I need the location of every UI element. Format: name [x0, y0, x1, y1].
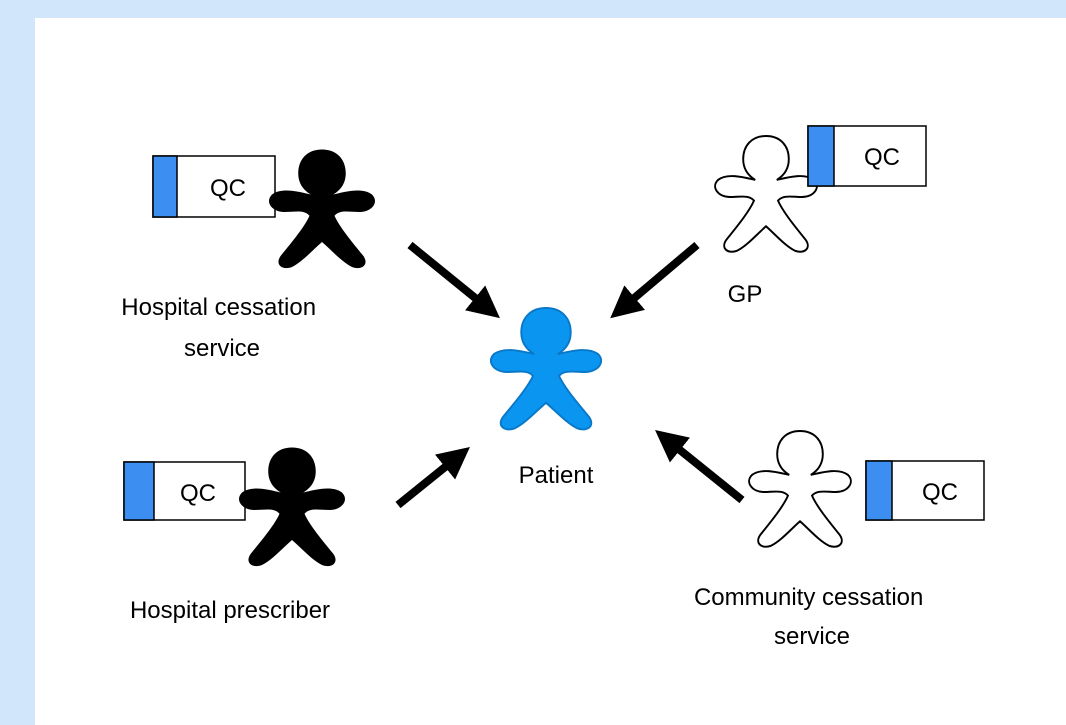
label-line-1: Hospital cessation: [121, 294, 316, 321]
actor-community-cessation: QC Community cessation service: [694, 430, 985, 650]
qc-box: QC: [807, 125, 927, 187]
actor-label: Hospital prescriber: [130, 597, 330, 624]
actor-gp: QC GP: [714, 125, 927, 308]
label-line-2: service: [184, 335, 260, 362]
person-outline-icon: [714, 135, 818, 253]
qc-tab: [152, 155, 178, 218]
qc-tab: [807, 125, 835, 187]
patient-icon: [489, 307, 603, 431]
person-solid-icon: [239, 447, 345, 567]
person-solid-icon: [269, 149, 375, 269]
person-outline-icon: [748, 430, 852, 548]
actor-label: Hospital cessation service: [121, 294, 322, 362]
actor-hospital-cessation: QC Hospital cessation service: [121, 149, 375, 362]
arrow-community-cessation: [655, 429, 745, 504]
qc-label: QC: [864, 144, 900, 171]
actor-label: Community cessation service: [694, 584, 930, 650]
label-line-2: service: [774, 623, 850, 650]
actor-hospital-prescriber: QC Hospital prescriber: [123, 447, 345, 624]
actor-label: GP: [728, 281, 763, 308]
label-line-1: Community cessation: [694, 584, 923, 611]
arrow-hospital-prescriber: [395, 446, 470, 509]
arrow-gp: [610, 241, 700, 319]
qc-box: QC: [123, 461, 246, 521]
qc-tab: [123, 461, 155, 521]
patient-label: Patient: [519, 462, 594, 489]
qc-tab: [865, 460, 893, 521]
arrow-hospital-cessation: [407, 241, 500, 319]
qc-label: QC: [210, 175, 246, 202]
qc-box: QC: [152, 155, 276, 218]
patient-figure: Patient: [489, 307, 603, 489]
qc-label: QC: [922, 479, 958, 506]
qc-label: QC: [180, 480, 216, 507]
qc-box: QC: [865, 460, 985, 521]
arrows: [395, 241, 745, 509]
